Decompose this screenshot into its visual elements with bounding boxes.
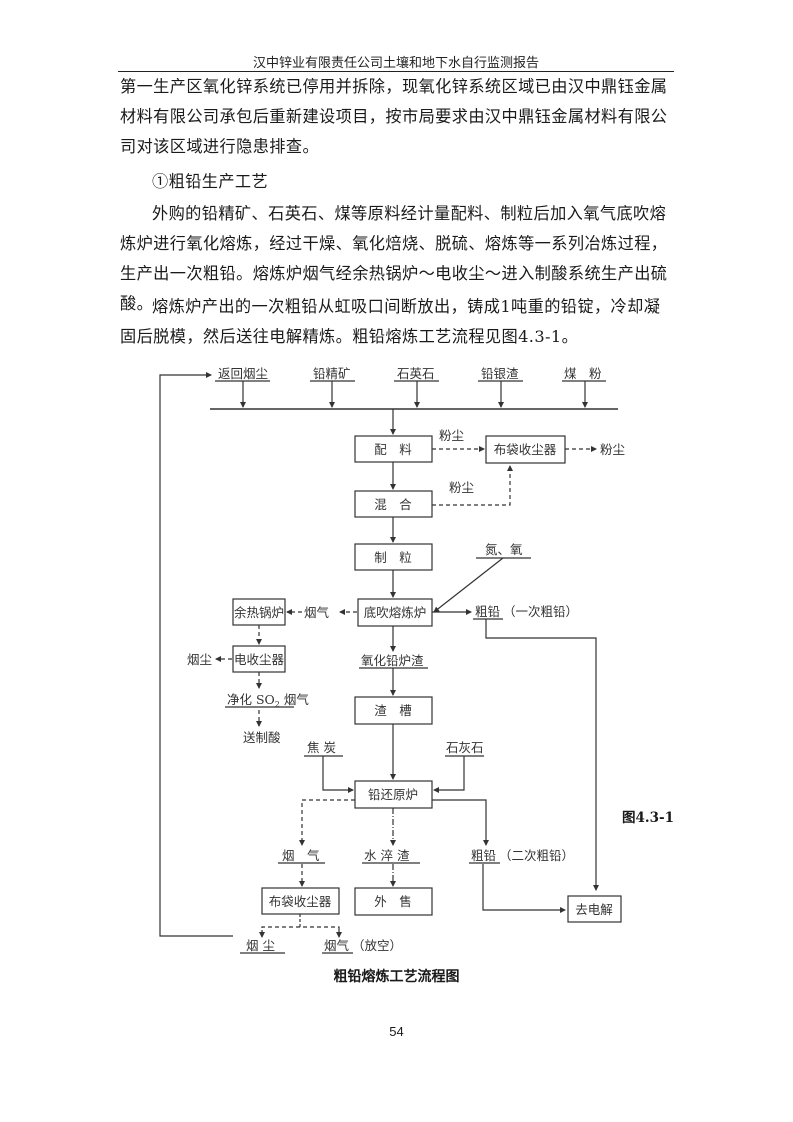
box-slag-chute: 渣 槽 [374, 703, 412, 718]
label-flue-gas: 烟气 [304, 605, 330, 620]
arrow [433, 557, 504, 613]
box-reduction-furnace: 铅还原炉 [368, 787, 418, 802]
arrow [322, 756, 354, 793]
return-dust-arrow [159, 372, 233, 937]
box-electrolysis: 去电解 [575, 902, 613, 917]
label-water-quenched-slag: 水 淬 渣 [364, 848, 410, 863]
figure-label: 图4.3-1 [622, 810, 674, 826]
input-lead-concentrate: 铅精矿 [313, 366, 351, 381]
input-quartz: 石英石 [397, 366, 435, 381]
paragraph: 熔炼炉产出的一次粗铅从虹吸口间断放出，铸成1吨重的铅锭，冷却凝固后脱模，然后送往… [120, 297, 661, 346]
figure-caption: 粗铅熔炼工艺流程图 [333, 969, 460, 985]
input-return-dust: 返回烟尘 [218, 366, 268, 381]
box-batching: 配 料 [374, 442, 412, 457]
box-pelletizing: 制 粒 [374, 550, 412, 565]
label-crude-lead-note: （二次粗铅） [499, 848, 574, 863]
paragraph: 外购的铅精矿、石英石、煤等原料经计量配料、制粒后加入氧气底吹熔炼炉进行氧化熔炼，… [120, 204, 668, 313]
arrow [482, 864, 566, 913]
label-coke: 焦 炭 [307, 740, 336, 755]
label-dust: 粉尘 [449, 480, 474, 495]
label-clean-so2-gas: 净化 SO2 烟气 [227, 692, 309, 709]
box-external-sale: 外 售 [374, 894, 412, 909]
box-bag-filter-bottom: 布袋收尘器 [269, 894, 332, 909]
box-outline [354, 887, 433, 916]
box-outline [567, 895, 622, 923]
crude-lead-arrow [485, 619, 599, 891]
arrow [433, 756, 465, 793]
header-rule [118, 71, 674, 72]
input-coal-powder: 煤 粉 [564, 366, 602, 381]
label-vent-note: （放空） [352, 938, 402, 953]
input-lead-silver-slag: 铅银渣 [481, 366, 519, 381]
dust-arrow [432, 465, 513, 506]
label-dust: 粉尘 [439, 428, 464, 443]
label-crude-lead: 粗铅 [475, 604, 500, 619]
section-heading: ①粗铅生产工艺 [152, 172, 269, 191]
label-nitrogen-oxygen: 氮、氧 [485, 542, 523, 557]
label-flue-gas: 烟 气 [282, 848, 320, 863]
box-bottom-blow-furnace: 底吹熔炼炉 [364, 605, 427, 620]
label-lead-oxide-slag: 氧化铅炉渣 [361, 653, 424, 668]
label-flue-gas-vent: 烟气 [324, 938, 350, 953]
label-dust-out: 粉尘 [600, 442, 625, 457]
gas-arrow [299, 799, 355, 846]
box-waste-heat-boiler: 余热锅炉 [234, 605, 284, 620]
box-mixing: 混 合 [374, 497, 412, 512]
process-flow-diagram: 返回烟尘 铅精矿 石英石 铅银渣 煤 粉 配 料 布袋收尘器 混 合 制 粒 底… [159, 366, 625, 954]
gas-split [261, 926, 340, 935]
label-crude-lead: 粗铅 [471, 848, 496, 863]
box-electrostatic-precipitator: 电收尘器 [234, 652, 285, 667]
label-to-acid: 送制酸 [243, 730, 281, 745]
arrow [432, 799, 489, 846]
page-header: 汉中锌业有限责任公司土壤和地下水自行监测报告 [252, 56, 539, 71]
label-crude-lead-note: （一次粗铅） [503, 604, 578, 619]
box-bag-filter-top: 布袋收尘器 [494, 442, 557, 457]
label-flue-dust: 烟 尘 [246, 938, 275, 953]
paragraph: 第一生产区氧化锌系统已停用并拆除，现氧化锌系统区域已由汉中鼎钰金属材料有限公司承… [120, 77, 668, 156]
page-number: 54 [389, 1024, 404, 1039]
label-limestone: 石灰石 [446, 740, 484, 755]
label-flue-dust: 烟尘 [187, 652, 212, 667]
